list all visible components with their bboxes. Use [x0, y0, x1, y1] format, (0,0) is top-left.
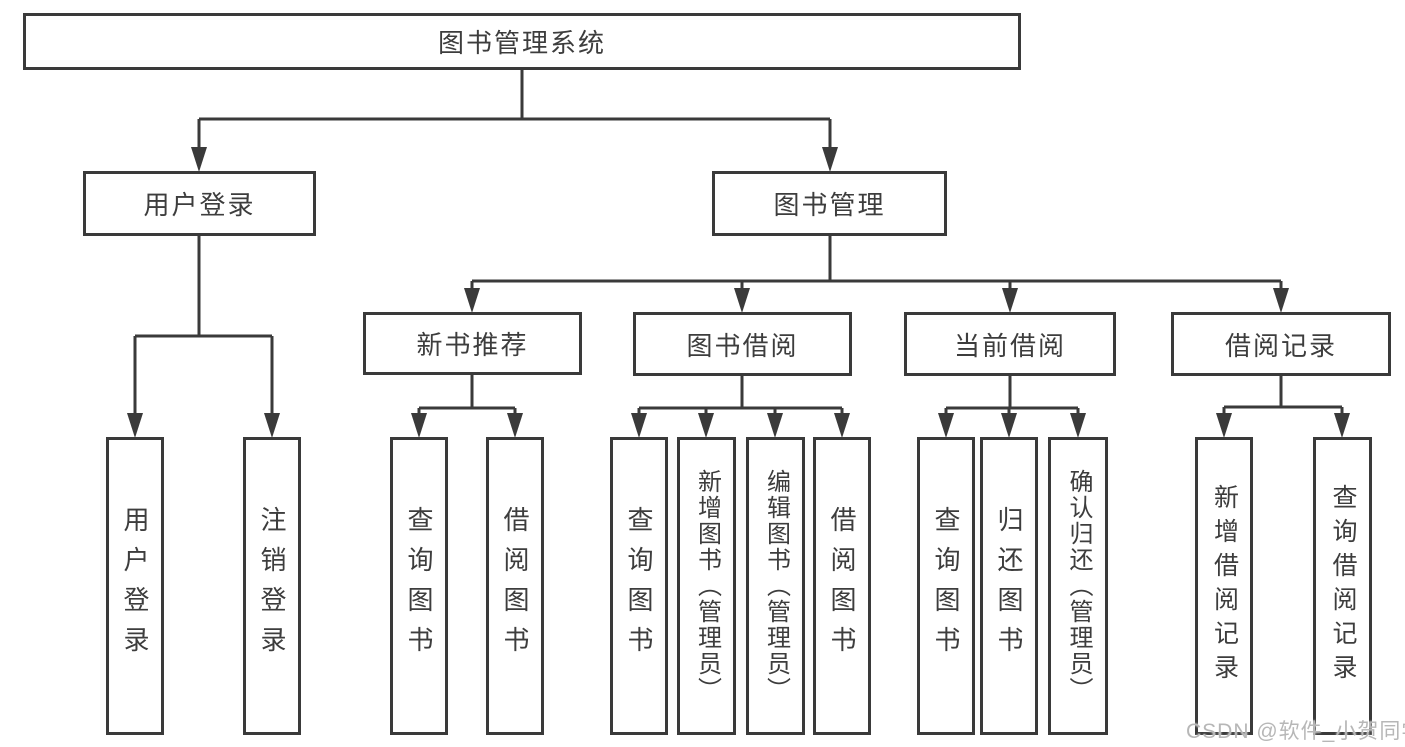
leaf-query-books-recommend: 查询图书	[390, 437, 448, 735]
leaf-return-books-label: 归还图书	[994, 506, 1024, 666]
watermark: CSDN @软件_小贺同学	[1186, 720, 1405, 743]
leaf-query-books-current-label: 查询图书	[931, 506, 961, 666]
leaf-query-books-current: 查询图书	[917, 437, 975, 735]
arrow-icon	[191, 147, 207, 172]
leaf-query-books-borrow: 查询图书	[610, 437, 668, 735]
arrow-icon	[1001, 413, 1017, 438]
connector-root-trunk	[197, 70, 832, 150]
arrow-icon	[127, 413, 143, 438]
arrow-icon	[507, 413, 523, 438]
leaf-add-borrow-record-label: 新增借阅记录	[1210, 484, 1239, 688]
leaf-add-books-admin: 新增图书（管理员）	[677, 437, 736, 735]
connector-borrow-branch	[637, 376, 844, 416]
arrow-icon	[464, 288, 480, 313]
leaf-logout-label: 注销登录	[257, 506, 287, 666]
leaf-edit-books-admin-label: 编辑图书（管理员）	[762, 469, 790, 703]
node-current-borrow: 当前借阅	[904, 312, 1116, 376]
leaf-query-borrow-record-label: 查询借阅记录	[1329, 484, 1357, 688]
leaf-query-books-borrow-label: 查询图书	[624, 506, 654, 666]
leaf-query-borrow-record: 查询借阅记录	[1313, 437, 1372, 735]
leaf-borrow-books-label: 借阅图书	[827, 506, 857, 666]
arrow-icon	[631, 413, 647, 438]
leaf-query-books-recommend-label: 查询图书	[404, 506, 434, 666]
arrow-icon	[1273, 288, 1289, 313]
arrow-icon	[767, 413, 783, 438]
connector-records-branch	[1222, 376, 1344, 416]
arrow-icon	[264, 413, 280, 438]
leaf-user-login: 用户登录	[106, 437, 164, 735]
node-borrow-records: 借阅记录	[1171, 312, 1391, 376]
leaf-user-login-label: 用户登录	[120, 506, 150, 666]
arrow-icon	[1334, 413, 1350, 438]
leaf-edit-books-admin: 编辑图书（管理员）	[746, 437, 805, 735]
arrow-icon	[938, 413, 954, 438]
arrow-icon	[1070, 413, 1086, 438]
arrow-icon	[698, 413, 714, 438]
arrow-icon	[1216, 413, 1232, 438]
connector-user-login-branch	[133, 236, 274, 416]
leaf-add-books-admin-label: 新增图书（管理员）	[693, 469, 721, 703]
arrow-icon	[1002, 288, 1018, 313]
arrow-icon	[834, 413, 850, 438]
connector-recommend-branch	[417, 375, 517, 416]
leaf-borrow-books-recommend-label: 借阅图书	[500, 506, 530, 666]
leaf-confirm-return-admin-label: 确认归还（管理员）	[1065, 469, 1092, 703]
leaf-return-books: 归还图书	[980, 437, 1038, 735]
leaf-borrow-books: 借阅图书	[813, 437, 871, 735]
connector-current-branch	[944, 376, 1080, 416]
node-new-book-recommend: 新书推荐	[363, 312, 582, 375]
connector-book-mgmt-branch	[470, 236, 1283, 292]
node-root: 图书管理系统	[23, 13, 1021, 70]
leaf-confirm-return-admin: 确认归还（管理员）	[1048, 437, 1108, 735]
node-book-borrow: 图书借阅	[633, 312, 852, 376]
node-book-management: 图书管理	[712, 171, 947, 236]
arrow-icon	[411, 413, 427, 438]
arrow-icon	[822, 147, 838, 172]
leaf-logout: 注销登录	[243, 437, 301, 735]
arrow-icon	[734, 288, 750, 313]
node-user-login: 用户登录	[83, 171, 316, 236]
leaf-borrow-books-recommend: 借阅图书	[486, 437, 544, 735]
leaf-add-borrow-record: 新增借阅记录	[1195, 437, 1253, 735]
